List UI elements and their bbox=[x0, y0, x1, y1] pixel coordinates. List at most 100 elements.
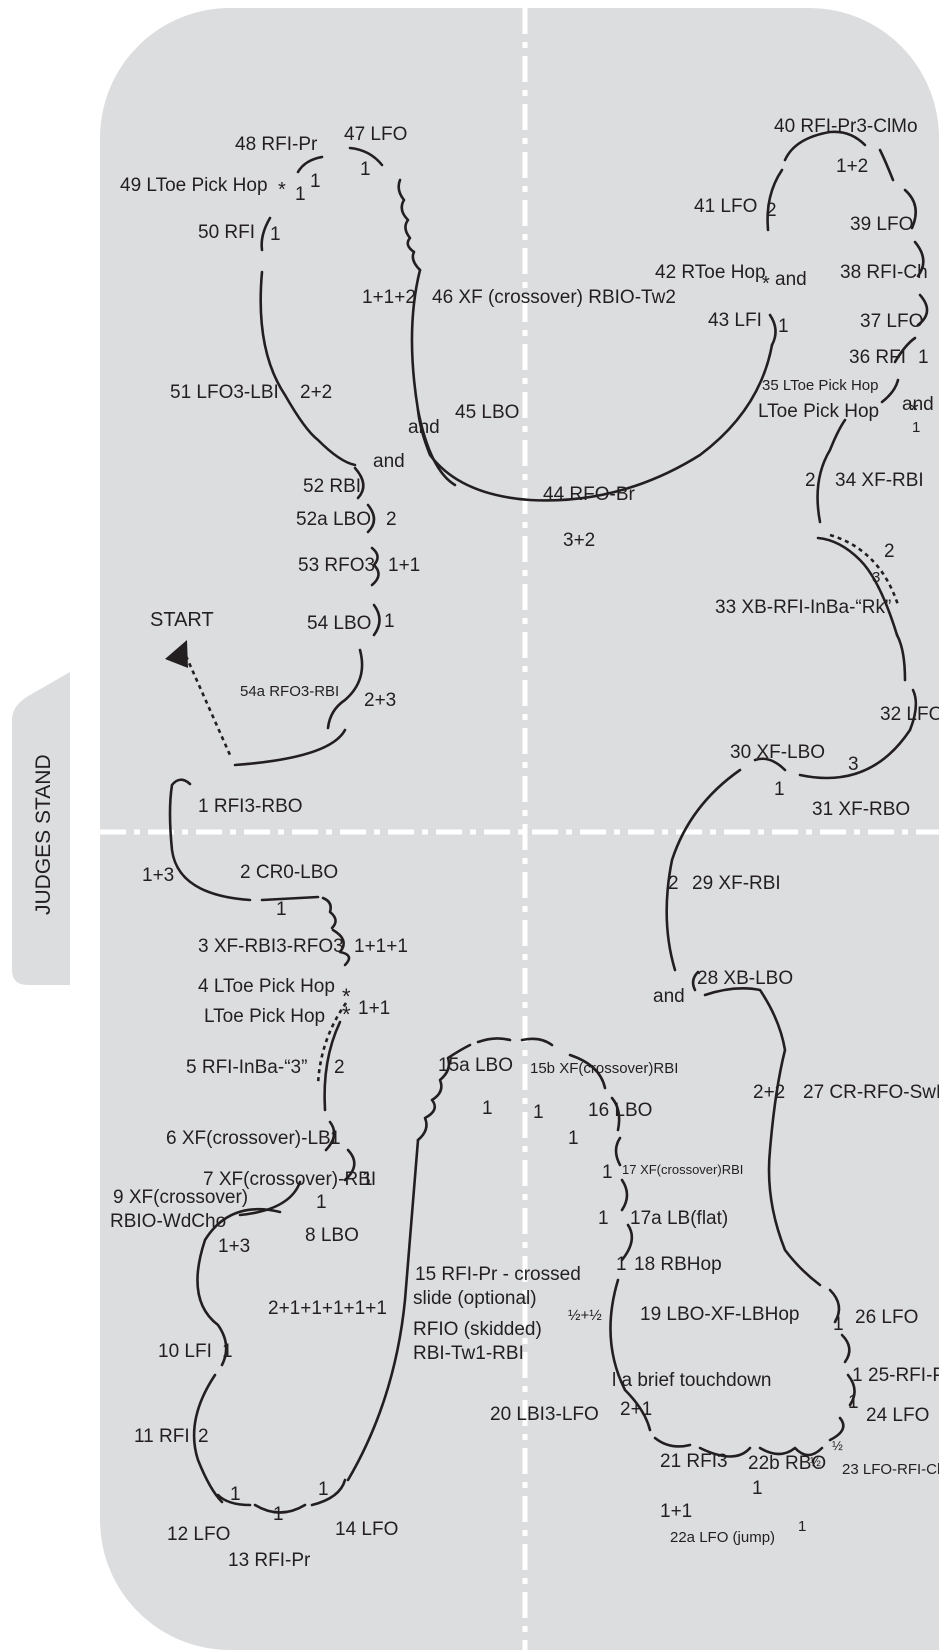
beats-s44: 3+2 bbox=[563, 530, 595, 551]
label-s38: 38 RFI-Ch bbox=[840, 262, 928, 283]
beats-s40: 1+2 bbox=[836, 156, 868, 177]
trace-17 bbox=[610, 1096, 621, 1132]
label-s29: 29 XF-RBI bbox=[692, 873, 781, 894]
beats-s26: 1 bbox=[833, 1314, 844, 1335]
label-s17a: 17a LB(flat) bbox=[630, 1208, 728, 1229]
hop-star-icon-42: * bbox=[762, 273, 770, 295]
label-s35: 35 LToe Pick Hop bbox=[762, 377, 878, 394]
trace-25 bbox=[840, 1333, 851, 1364]
trace-9 bbox=[196, 1207, 282, 1367]
label-s41: 41 LFO bbox=[694, 196, 757, 217]
label-s16: 16 LBO bbox=[588, 1100, 652, 1121]
judges-stand-tab bbox=[12, 672, 70, 985]
trace-6 bbox=[324, 1120, 336, 1152]
label-s10: 10 LFI bbox=[158, 1341, 212, 1362]
trace-13 bbox=[253, 1503, 307, 1514]
trace-2 bbox=[260, 895, 320, 902]
trace-44 bbox=[416, 343, 774, 502]
label-s8: 8 LBO bbox=[305, 1225, 359, 1246]
trace-21 bbox=[653, 1436, 692, 1448]
label-s22b: 22b RBO bbox=[748, 1453, 826, 1474]
beats-s7: 1 bbox=[362, 1169, 373, 1190]
trace-19 bbox=[620, 1223, 634, 1262]
label-s31: 31 XF-RBO bbox=[812, 799, 910, 820]
label-s30: 30 XF-LBO bbox=[730, 742, 825, 763]
beats-s52a: 2 bbox=[386, 509, 397, 530]
label-s54: 54 LBO bbox=[307, 613, 371, 634]
trace-34 bbox=[816, 418, 847, 524]
trace-20 bbox=[609, 1278, 652, 1432]
beats-s46: 1+1+2 bbox=[362, 287, 416, 308]
beats-s29: 2 bbox=[668, 873, 679, 894]
label-s35b: LToe Pick Hop bbox=[758, 401, 879, 422]
trace-5-dotted bbox=[316, 1002, 348, 1086]
label-s20b: l a brief touchdown bbox=[612, 1370, 772, 1391]
trace-37 bbox=[916, 293, 929, 327]
trace-48 bbox=[296, 155, 324, 174]
label-s23: 23 LFO-RFI-Ch bbox=[842, 1461, 939, 1478]
beats-s18: 1 bbox=[616, 1254, 627, 1275]
trace-46 bbox=[410, 268, 457, 487]
label-s1: 1 RFI3-RBO bbox=[198, 796, 303, 817]
beats-s33b: 3 bbox=[872, 569, 880, 586]
label-s2: 2 CR0-LBO bbox=[240, 862, 338, 883]
label-s17: 17 XF(crossover)RBI bbox=[622, 1162, 743, 1177]
trace-15b bbox=[520, 1037, 554, 1047]
label-s25: 25-RFI-Pr bbox=[868, 1365, 939, 1386]
trace-26 bbox=[828, 1288, 841, 1324]
beats-s11: 2 bbox=[198, 1426, 209, 1447]
trace-22b bbox=[758, 1446, 824, 1457]
label-s11: 11 RFI bbox=[134, 1426, 190, 1447]
label-s15b: slide (optional) bbox=[413, 1288, 537, 1309]
beats-s54: 1 bbox=[384, 611, 395, 632]
beats-s22b: ½ bbox=[810, 1454, 821, 1469]
label-s21: 21 RFI3 bbox=[660, 1451, 728, 1472]
start-path bbox=[184, 655, 232, 756]
label-s46: 46 XF (crossover) RBIO-Tw2 bbox=[432, 287, 676, 308]
trace-30 bbox=[753, 757, 787, 772]
beats-s27: 2+2 bbox=[753, 1082, 785, 1103]
start-arrow-icon bbox=[165, 640, 188, 668]
label-s15b-step: 15b XF(crossover)RBI bbox=[530, 1060, 678, 1077]
label-s28: 28 XB-LBO bbox=[697, 968, 793, 989]
trace-22a bbox=[698, 1446, 752, 1458]
beats-s1: 1+3 bbox=[142, 865, 174, 886]
trace-16 bbox=[568, 1053, 607, 1090]
beats-s31: 3 bbox=[848, 754, 859, 775]
label-s9b: RBIO-WdCho bbox=[110, 1211, 226, 1232]
trace-15 bbox=[346, 1138, 420, 1482]
trace-29 bbox=[665, 768, 742, 972]
beats-s17: 1 bbox=[602, 1162, 613, 1183]
beats-s54a: 2+3 bbox=[364, 690, 396, 711]
trace-40 bbox=[783, 130, 867, 162]
trace-1 bbox=[233, 728, 347, 767]
trace-33 bbox=[816, 536, 899, 637]
beats-s30: 1 bbox=[774, 779, 785, 800]
label-s15c: RFIO (skidded) bbox=[413, 1319, 542, 1340]
step-labels: 1 RFI3-RBO 1+3 2 CR0-LBO 1 3 XF-RBI3-RFO… bbox=[110, 116, 939, 1571]
label-s54a: 54a RFO3-RBI bbox=[240, 683, 339, 700]
beats-s34: 2 bbox=[805, 470, 816, 491]
beats-s12: 1 bbox=[230, 1484, 241, 1505]
trace-36 bbox=[893, 336, 917, 364]
trace-47 bbox=[348, 146, 384, 167]
trace-15a bbox=[476, 1037, 512, 1044]
trace-39b bbox=[878, 148, 895, 182]
label-s12: 12 LFO bbox=[167, 1524, 230, 1545]
beats-s42: and bbox=[775, 269, 807, 290]
label-s34: 34 XF-RBI bbox=[835, 470, 924, 491]
beats-s5: 2 bbox=[334, 1057, 345, 1078]
label-s51: 51 LFO3-LBI bbox=[170, 382, 279, 403]
label-s37: 37 LFO bbox=[860, 311, 923, 332]
trace-43 bbox=[768, 313, 777, 347]
trace-23 bbox=[828, 1416, 845, 1442]
label-s48: 48 RFI-Pr bbox=[235, 134, 318, 155]
label-s24: 24 LFO bbox=[866, 1405, 929, 1426]
label-s13: 13 RFI-Pr bbox=[228, 1550, 311, 1571]
trace-41 bbox=[766, 168, 784, 232]
beats-s49: 1 bbox=[295, 184, 306, 205]
label-s49: 49 LToe Pick Hop bbox=[120, 175, 268, 196]
beats-s53: 1+1 bbox=[388, 555, 420, 576]
label-s18: 18 RBHop bbox=[634, 1254, 722, 1275]
trace-31 bbox=[798, 688, 918, 780]
